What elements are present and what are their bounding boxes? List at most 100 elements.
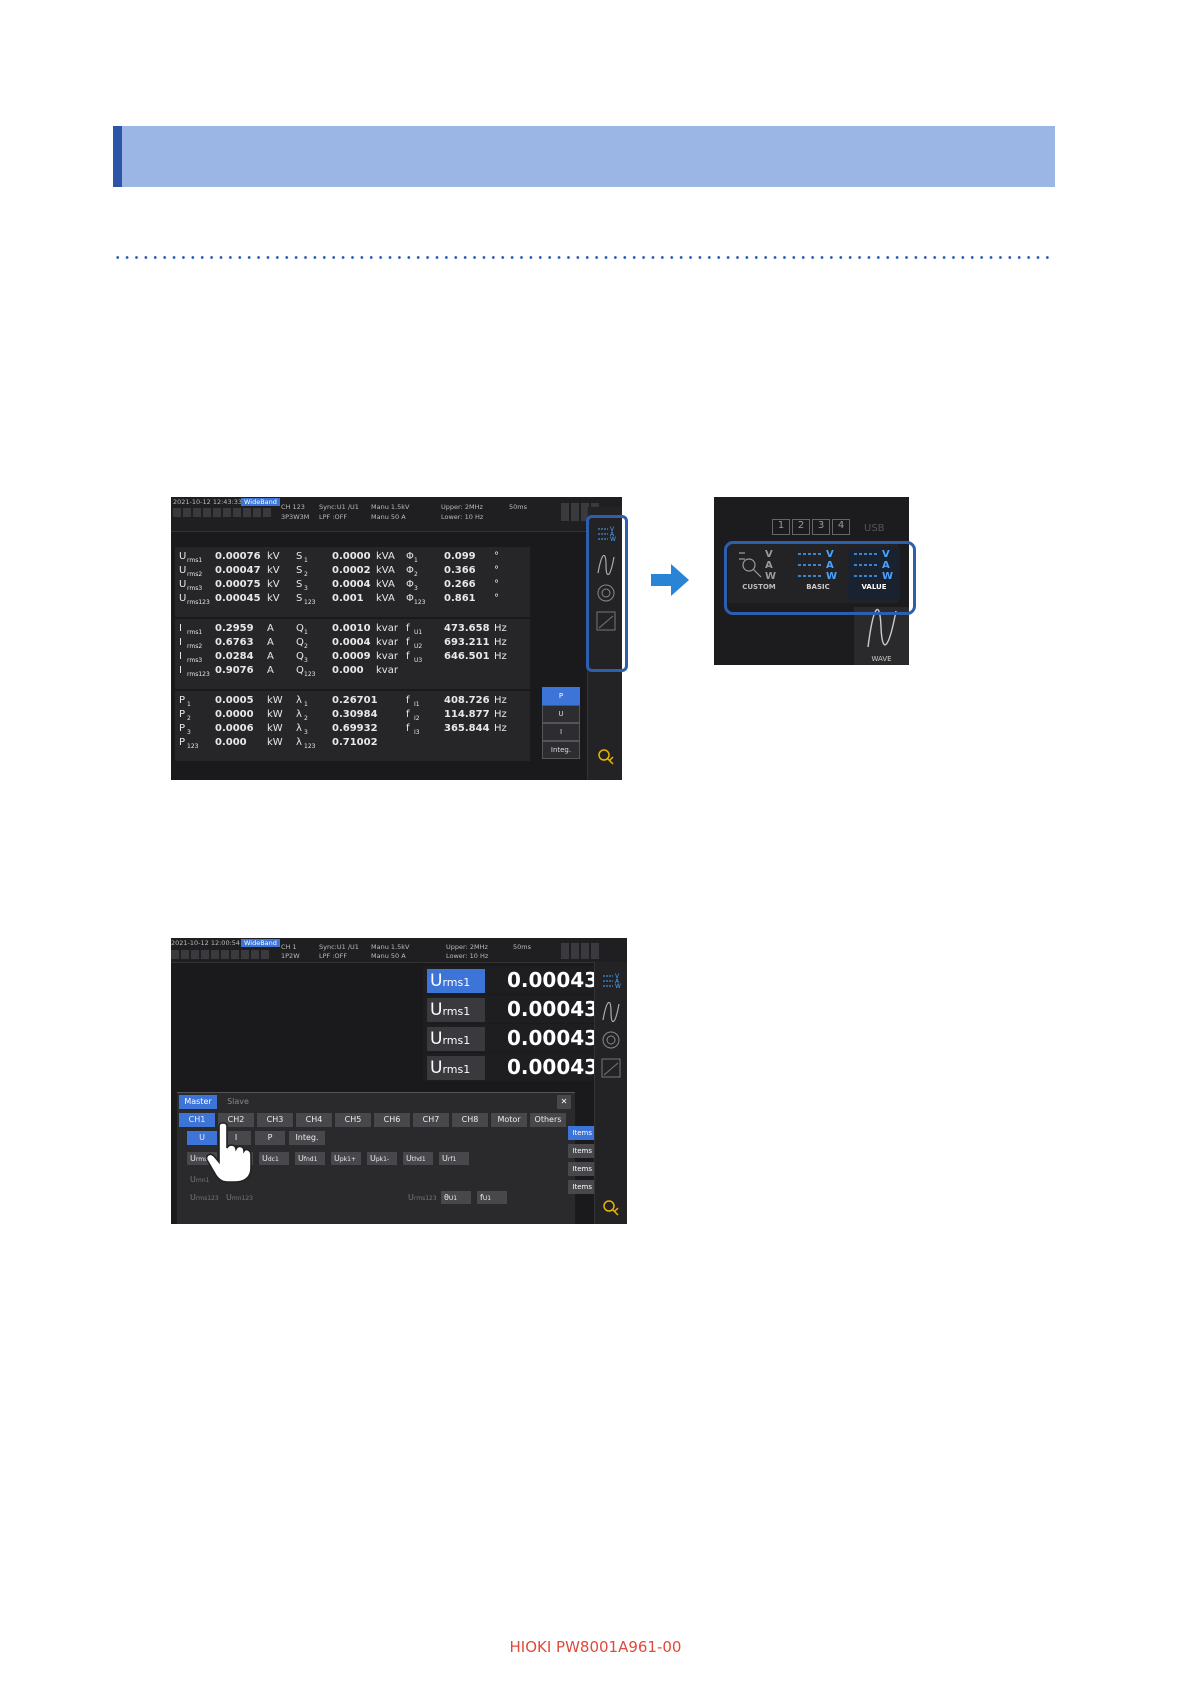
- svg-text:W: W: [615, 983, 621, 990]
- wave-icon[interactable]: [601, 1001, 621, 1026]
- param-value: 0.00047: [215, 565, 261, 576]
- arrow-right-icon: [647, 561, 693, 603]
- channel-button-ch8[interactable]: CH8: [452, 1113, 488, 1127]
- item-umn1[interactable]: Umn1: [190, 1175, 210, 1184]
- vector-icon[interactable]: [596, 583, 616, 603]
- tab-4[interactable]: 4: [832, 519, 850, 535]
- param-symbol: Φ: [406, 551, 414, 562]
- param-subscript: I2: [414, 715, 420, 722]
- ch-label: CH 1: [281, 943, 297, 951]
- param-symbol: I: [179, 665, 182, 676]
- view-button-integ[interactable]: Integ.: [542, 741, 580, 759]
- param-symbol: Q: [296, 651, 304, 662]
- wiring-label: 1P2W: [281, 952, 300, 960]
- items-button-1[interactable]: Items: [568, 1126, 594, 1140]
- param-value: 0.6763: [215, 637, 254, 648]
- param-subscript: 123: [187, 743, 199, 750]
- harmonic-icon[interactable]: [596, 611, 616, 631]
- svg-text:A: A: [826, 560, 834, 571]
- item-fU1[interactable]: fU1: [477, 1191, 507, 1204]
- item-upk1+[interactable]: Upk1+: [331, 1152, 361, 1165]
- quick-set-icon[interactable]: [601, 1198, 621, 1218]
- item-upk1-[interactable]: Upk1-: [367, 1152, 397, 1165]
- channel-button-ch6[interactable]: CH6: [374, 1113, 410, 1127]
- param-label[interactable]: Urms1: [427, 1056, 485, 1080]
- item-uthd1[interactable]: Uthd1: [403, 1152, 433, 1165]
- channel-button-ch1[interactable]: CH1: [179, 1113, 215, 1127]
- item-umn123[interactable]: Umn123: [223, 1191, 257, 1204]
- lower-freq: Lower: 10 Hz: [441, 513, 484, 521]
- param-unit: A: [267, 651, 274, 662]
- wave-icon[interactable]: [596, 554, 616, 576]
- quick-set-icon[interactable]: [596, 747, 616, 767]
- channel-button-ch4[interactable]: CH4: [296, 1113, 332, 1127]
- channel-button-motor[interactable]: Motor: [491, 1113, 527, 1127]
- param-symbol: U: [179, 593, 187, 604]
- item-urf1[interactable]: Urf1: [439, 1152, 469, 1165]
- channel-button-ch2[interactable]: CH2: [218, 1113, 254, 1127]
- items-button-3[interactable]: Items: [568, 1162, 594, 1176]
- tab-1[interactable]: 1: [772, 519, 790, 535]
- param-symbol: λ: [296, 737, 302, 748]
- tab-2[interactable]: 2: [792, 519, 810, 535]
- type-button-u[interactable]: U: [187, 1131, 217, 1145]
- param-symbol: f: [406, 623, 410, 634]
- data-rate: 50ms: [513, 943, 531, 951]
- param-subscript: I1: [414, 701, 420, 708]
- tab-master[interactable]: Master: [179, 1095, 217, 1109]
- param-label[interactable]: Urms1: [427, 998, 485, 1022]
- item-urms123[interactable]: Urms123: [405, 1191, 439, 1204]
- channel-button-ch3[interactable]: CH3: [257, 1113, 293, 1127]
- item-subscript: thd1: [411, 1156, 426, 1163]
- view-button-i[interactable]: I: [542, 723, 580, 741]
- measurement-screen-value: 2021-10-12 12:00:54 WideBand CH 1 1P2W S…: [171, 938, 627, 1224]
- tab-3[interactable]: 3: [812, 519, 830, 535]
- channel-button-others[interactable]: Others: [530, 1113, 566, 1127]
- type-button-i[interactable]: I: [221, 1131, 251, 1145]
- vector-icon[interactable]: [601, 1030, 621, 1052]
- wave-button[interactable]: WAVE: [854, 607, 909, 665]
- item-subscript: dc1: [267, 1156, 279, 1163]
- item-udc1[interactable]: Udc1: [259, 1152, 289, 1165]
- param-label[interactable]: Urms1: [427, 969, 485, 993]
- item-urms123[interactable]: Urms123: [187, 1191, 221, 1204]
- item-thetaU1[interactable]: θU1: [441, 1191, 471, 1204]
- tab-slave[interactable]: Slave: [227, 1097, 249, 1106]
- param-label[interactable]: Urms1: [427, 1027, 485, 1051]
- items-button-2[interactable]: Items: [568, 1144, 594, 1158]
- param-symbol: I: [179, 623, 182, 634]
- svg-text:W: W: [826, 571, 837, 581]
- sync-label: Sync:U1 /U1: [319, 503, 359, 511]
- usb-label: USB: [864, 523, 885, 534]
- param-unit: kvar: [376, 623, 398, 634]
- item-subscript: pk1-: [375, 1156, 390, 1163]
- close-icon[interactable]: ✕: [557, 1095, 571, 1109]
- channel-button-ch5[interactable]: CH5: [335, 1113, 371, 1127]
- items-button-4[interactable]: Items: [568, 1180, 594, 1194]
- param-unit: Hz: [494, 651, 507, 662]
- param-subscript: rms1: [187, 557, 203, 564]
- param-symbol: f: [406, 709, 410, 720]
- type-button-integ[interactable]: Integ.: [289, 1131, 325, 1145]
- param-value: 365.844: [444, 723, 490, 734]
- type-button-p[interactable]: P: [255, 1131, 285, 1145]
- item-ufnd1[interactable]: Ufnd1: [295, 1152, 325, 1165]
- wideband-badge: WideBand: [241, 498, 280, 506]
- item-symbol: U: [190, 1154, 196, 1163]
- sync-label: Sync:U1 /U1: [319, 943, 359, 951]
- channel-button-ch7[interactable]: CH7: [413, 1113, 449, 1127]
- footer-docnum: HIOKI PW8001A961-00: [509, 1638, 682, 1656]
- view-button-u[interactable]: U: [542, 705, 580, 723]
- view-button-p[interactable]: P: [542, 687, 580, 705]
- harmonic-icon[interactable]: [601, 1058, 621, 1080]
